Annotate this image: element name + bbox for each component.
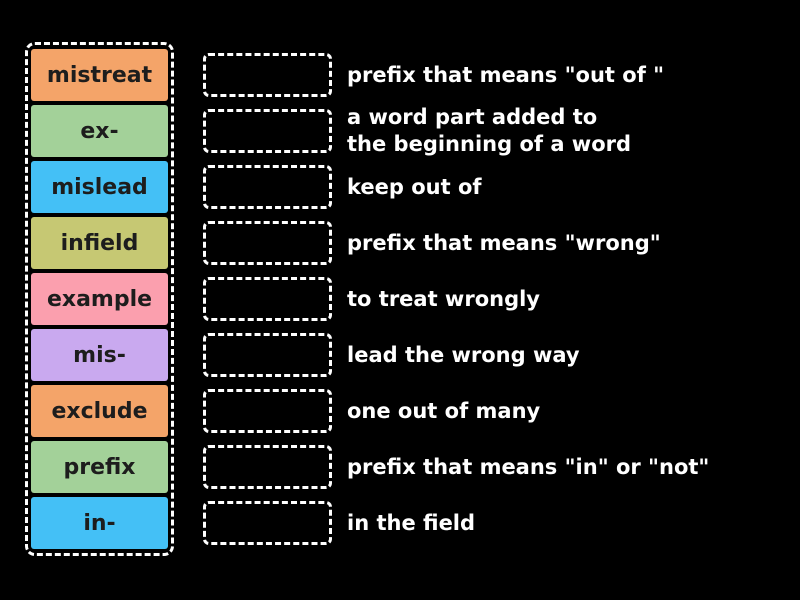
definition-text-3: keep out of (347, 174, 482, 199)
definition-row-2: a word part added to the beginning of a … (203, 103, 709, 159)
tile-mistreat[interactable]: mistreat (31, 49, 168, 101)
drop-slot-9[interactable] (203, 501, 332, 545)
keywords-panel: mistreat ex- mislead infield example mis… (25, 42, 174, 556)
tile-exclude[interactable]: exclude (31, 385, 168, 437)
definition-text-5: to treat wrongly (347, 286, 540, 311)
definition-row-6: lead the wrong way (203, 327, 709, 383)
definition-text-4: prefix that means "wrong" (347, 230, 661, 255)
drop-slot-8[interactable] (203, 445, 332, 489)
tile-ex[interactable]: ex- (31, 105, 168, 157)
tile-mis[interactable]: mis- (31, 329, 168, 381)
definition-row-9: in the field (203, 495, 709, 551)
drop-slot-1[interactable] (203, 53, 332, 97)
definitions-list: prefix that means "out of " a word part … (203, 47, 709, 551)
definition-row-4: prefix that means "wrong" (203, 215, 709, 271)
definition-text-8: prefix that means "in" or "not" (347, 454, 710, 479)
definition-row-1: prefix that means "out of " (203, 47, 709, 103)
definition-row-7: one out of many (203, 383, 709, 439)
definition-text-1: prefix that means "out of " (347, 62, 665, 87)
drop-slot-5[interactable] (203, 277, 332, 321)
definition-row-5: to treat wrongly (203, 271, 709, 327)
drop-slot-3[interactable] (203, 165, 332, 209)
definition-text-2: a word part added to the beginning of a … (347, 105, 632, 156)
drop-slot-4[interactable] (203, 221, 332, 265)
tile-prefix[interactable]: prefix (31, 441, 168, 493)
tile-mislead[interactable]: mislead (31, 161, 168, 213)
drop-slot-6[interactable] (203, 333, 332, 377)
drop-slot-2[interactable] (203, 109, 332, 153)
tile-infield[interactable]: infield (31, 217, 168, 269)
definition-row-3: keep out of (203, 159, 709, 215)
definition-text-6: lead the wrong way (347, 342, 580, 367)
definition-text-7: one out of many (347, 398, 541, 423)
drop-slot-7[interactable] (203, 389, 332, 433)
tile-example[interactable]: example (31, 273, 168, 325)
tile-in[interactable]: in- (31, 497, 168, 549)
definition-text-9: in the field (347, 510, 476, 535)
definition-row-8: prefix that means "in" or "not" (203, 439, 709, 495)
